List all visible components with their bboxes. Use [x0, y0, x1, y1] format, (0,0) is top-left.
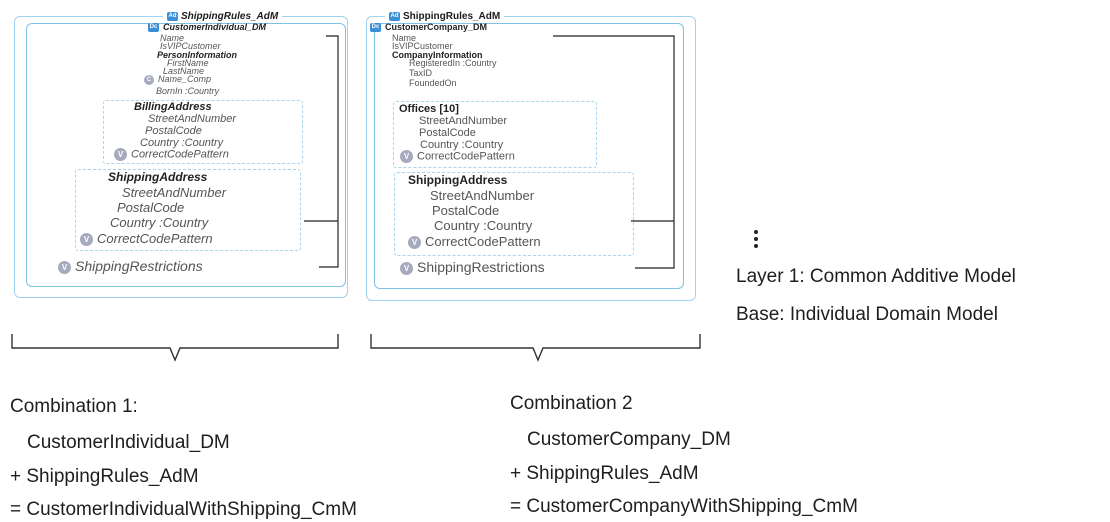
right-shipping-heading: ShippingAddress	[408, 173, 508, 187]
additive-model-chip-icon: Ad	[167, 12, 178, 21]
left-billing-item: Country :Country	[140, 137, 224, 149]
left-shipping-item: PostalCode	[117, 200, 185, 215]
right-company-item: FoundedOn	[409, 78, 457, 88]
left-brace	[11, 334, 339, 362]
left-person-item: LastName	[163, 66, 205, 76]
domain-model-chip-icon: Dc	[370, 22, 381, 32]
combo1-title: Combination 1:	[10, 396, 138, 417]
component-icon: C	[144, 74, 154, 85]
combo1-line2: + ShippingRules_AdM	[10, 466, 199, 487]
right-shipping-item: StreetAndNumber	[430, 188, 535, 203]
combo2-line1: CustomerCompany_DM	[527, 429, 731, 450]
combo2-line2: + ShippingRules_AdM	[510, 463, 699, 484]
left-shipping-box	[75, 169, 301, 251]
right-dm-layer	[374, 23, 684, 289]
right-dm-title: Dc CustomerCompany_DM	[370, 22, 488, 32]
left-person-info-heading: PersonInformation	[157, 50, 238, 60]
right-company-item: RegisteredIn :Country	[409, 58, 497, 68]
left-shipping-item: Country :Country	[110, 215, 209, 230]
right-offices-heading: Offices [10]	[399, 103, 459, 115]
validation-icon: V	[80, 233, 93, 247]
left-billing-item: StreetAndNumber	[148, 113, 237, 125]
left-adm-tag: Ad ShippingRules_AdM	[163, 11, 283, 22]
left-field-name: Name	[160, 33, 185, 43]
right-company-item: TaxID	[409, 68, 433, 78]
left-shipping-item: StreetAndNumber	[122, 185, 227, 200]
domain-model-chip-icon: Dc	[148, 22, 159, 32]
validation-icon: V	[58, 260, 71, 274]
additive-model-chip-icon: Ad	[389, 12, 400, 21]
right-offices-item: Country :Country	[420, 139, 504, 151]
right-offices-item: PostalCode	[419, 127, 476, 139]
left-person-item: BornIn :Country	[156, 86, 220, 96]
right-brace	[370, 334, 701, 362]
left-field-vip: IsVIPCustomer	[160, 41, 221, 51]
right-shipping-item: PostalCode	[432, 203, 500, 218]
left-dm-layer	[26, 23, 346, 287]
validation-icon: V	[400, 150, 413, 163]
left-shipping-heading: ShippingAddress	[108, 170, 208, 184]
combo2-title: Combination 2	[510, 393, 633, 414]
right-shipping-item: Country :Country	[434, 218, 533, 233]
more-layers-ellipsis-icon	[753, 230, 759, 251]
left-billing-box	[103, 100, 303, 164]
validation-icon: V	[114, 148, 127, 161]
combo2-line3: = CustomerCompanyWithShipping_CmM	[510, 496, 858, 517]
left-person-item: FirstName	[167, 58, 209, 68]
legend-layer1: Layer 1: Common Additive Model	[736, 266, 1016, 287]
right-field-vip: IsVIPCustomer	[392, 41, 453, 51]
right-company-info-heading: CompanyInformation	[392, 50, 483, 60]
right-field-name: Name	[392, 33, 417, 43]
combo1-line3: = CustomerIndividualWithShipping_CmM	[10, 499, 357, 520]
validation-icon: V	[408, 236, 421, 250]
combo1-line1: CustomerIndividual_DM	[27, 432, 230, 453]
validation-icon: V	[400, 261, 413, 275]
left-billing-heading: BillingAddress	[134, 101, 212, 113]
right-adm-layer	[366, 16, 696, 301]
legend-base: Base: Individual Domain Model	[736, 304, 998, 325]
right-adm-tag: Ad ShippingRules_AdM	[385, 11, 505, 22]
right-offices-item: StreetAndNumber	[419, 115, 508, 127]
left-billing-item: PostalCode	[145, 125, 202, 137]
left-dm-title: Dc CustomerIndividual_DM	[148, 22, 267, 32]
